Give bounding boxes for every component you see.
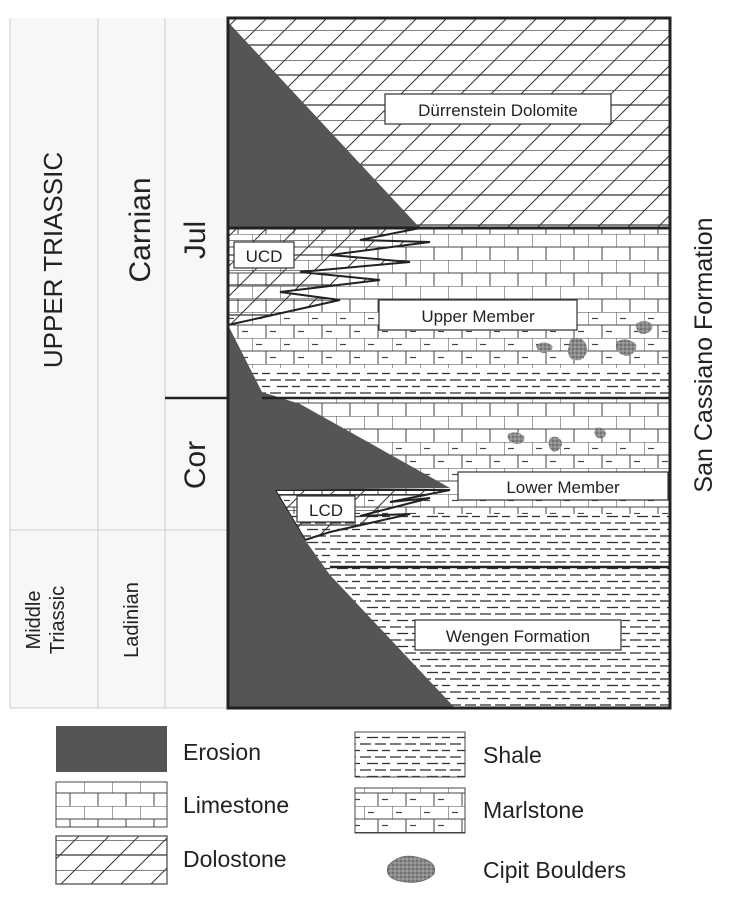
san-cassiano-formation-label: San Cassiano Formation <box>690 217 718 492</box>
legend-limestone-label: Limestone <box>183 792 289 818</box>
upper-triassic-label: UPPER TRIASSIC <box>38 152 68 368</box>
wengen-label: Wengen Formation <box>446 627 590 646</box>
legend-boulders-label: Cipit Boulders <box>483 857 626 883</box>
legend-dolostone-label: Dolostone <box>183 846 287 872</box>
legend-boulder-swatch <box>387 856 434 882</box>
cor-label: Cor <box>179 441 212 489</box>
legend: Erosion Limestone Dolostone Shale Marlst… <box>56 726 626 884</box>
legend-marlstone-label: Marlstone <box>483 797 584 823</box>
legend-dolostone-swatch <box>56 836 167 884</box>
lower-member-label: Lower Member <box>506 478 620 497</box>
legend-erosion-swatch <box>56 726 167 772</box>
legend-marlstone-swatch <box>355 788 465 833</box>
legend-shale-label: Shale <box>483 742 542 768</box>
ladinian-label: Ladinian <box>121 582 143 658</box>
upper-member-label: Upper Member <box>421 307 535 326</box>
carnian-label: Carnian <box>124 177 157 282</box>
jul-label: Jul <box>179 221 212 259</box>
triassic-label: Triassic <box>47 586 69 654</box>
legend-erosion-label: Erosion <box>183 739 261 765</box>
ucd-label: UCD <box>246 247 283 266</box>
middle-label: Middle <box>23 591 45 650</box>
durrenstein-label: Dürrenstein Dolomite <box>418 101 578 120</box>
lcd-label: LCD <box>309 501 343 520</box>
upper-member-shale-fill <box>228 368 670 398</box>
legend-shale-swatch <box>355 732 465 777</box>
legend-limestone-swatch <box>56 782 167 827</box>
